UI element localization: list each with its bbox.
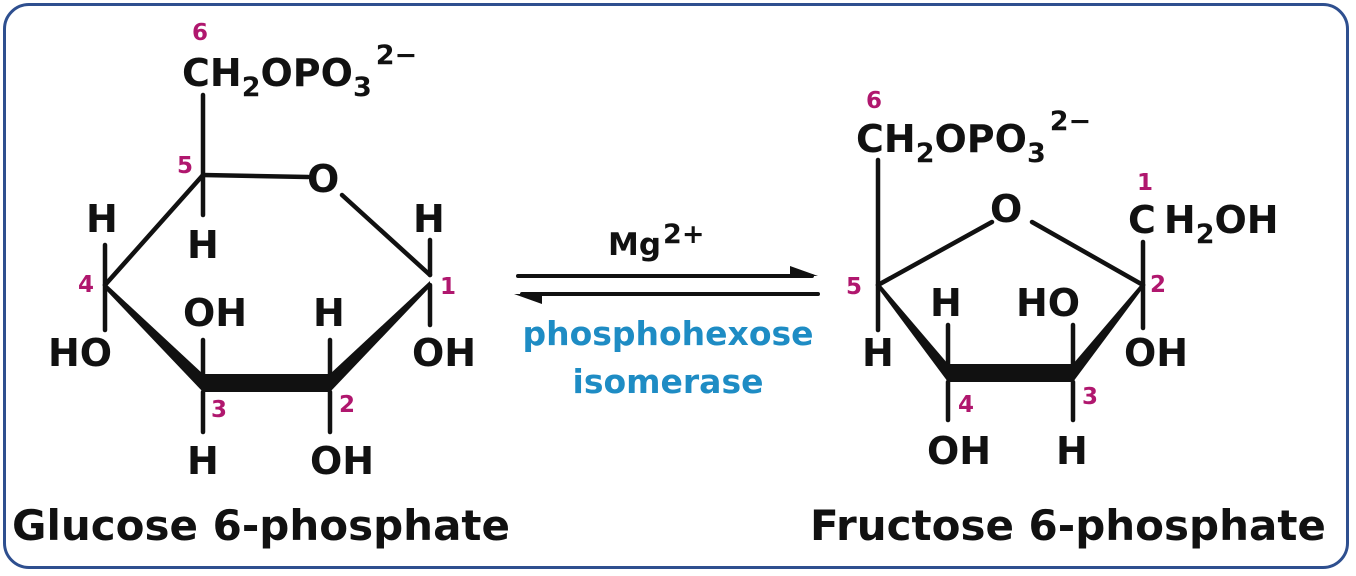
glucose-carbon-number-3: 3 [211, 397, 227, 423]
glucose-ring-oxygen: O [307, 157, 339, 201]
cofactor-label: Mg2+ [608, 219, 704, 263]
glucose-carbon-number-2: 2 [339, 392, 355, 418]
glucose-wedge-c3-c2 [203, 374, 330, 392]
glucose-phosphate-group: CH2OPO32− [182, 40, 417, 103]
glucose-carbon-number-5: 5 [177, 153, 193, 179]
fructose-oh-c4: OH [927, 429, 991, 473]
glucose-oh-c3: OH [183, 291, 247, 335]
glucose-h-c3: H [187, 439, 219, 483]
glucose-bond-c5-c4 [102, 172, 206, 288]
fructose-carbon-number-6: 6 [866, 88, 882, 114]
glucose-wedge-c2-c1 [330, 281, 430, 392]
fructose-oh-c2: OH [1124, 331, 1188, 375]
fructose-carbon-number-3: 3 [1082, 384, 1098, 410]
glucose-oh-c1: OH [412, 331, 476, 375]
fructose-phosphate-group: CH2OPO32− [856, 106, 1091, 169]
glucose-h-c4: H [86, 197, 118, 241]
fructose-name: Fructose 6-phosphate [810, 501, 1326, 550]
glucose-wedge-c4-c3 [105, 283, 203, 392]
fructose-h-c5: H [862, 331, 894, 375]
glucose-h-c5: H [187, 223, 219, 267]
glucose-bond-o-c1 [339, 192, 433, 278]
glucose-carbon-number-6: 6 [192, 20, 208, 46]
fructose-carbon-number-1: 1 [1137, 170, 1153, 196]
glucose-name: Glucose 6-phosphate [12, 501, 510, 550]
fructose-carbon-number-5: 5 [846, 274, 862, 300]
fructose-h-c3: H [1056, 429, 1088, 473]
glucose-carbon-number-4: 4 [78, 272, 94, 298]
fructose-wedge-c5-c4 [878, 282, 948, 382]
enzyme-name-line1: phosphohexose [522, 314, 813, 353]
fructose-wedge-c3-c2 [1073, 282, 1143, 382]
forward-arrow-head [790, 266, 818, 276]
equilibrium-arrows: Mg2+ phosphohexose isomerase [514, 219, 820, 401]
glucose-ho-c4: HO [48, 331, 112, 375]
diagram-frame [3, 3, 1349, 569]
fructose-bond-c5-o [875, 219, 995, 288]
glucose-oh-c2: OH [310, 439, 374, 483]
glucose-bond-c5-o [200, 172, 311, 180]
fructose-h-c4: H [930, 281, 962, 325]
fructose-ring-oxygen: O [990, 187, 1022, 231]
glucose-carbon-number-1: 1 [440, 274, 456, 300]
reverse-arrow-head [514, 294, 542, 304]
fructose-wedge-c4-c3 [948, 364, 1073, 382]
fructose-carbon-number-4: 4 [958, 392, 974, 418]
glucose-structure: CH2OPO32− O H H HO OH H H OH H OH 1 2 3 … [12, 20, 510, 550]
enzyme-name-line2: isomerase [573, 362, 764, 401]
glucose-h-c1: H [413, 197, 445, 241]
fructose-carbon-number-2: 2 [1150, 272, 1166, 298]
fructose-ho-c3: HO [1016, 281, 1080, 325]
fructose-bond-o-c2 [1029, 219, 1146, 288]
glucose-h-c2: H [313, 291, 345, 335]
